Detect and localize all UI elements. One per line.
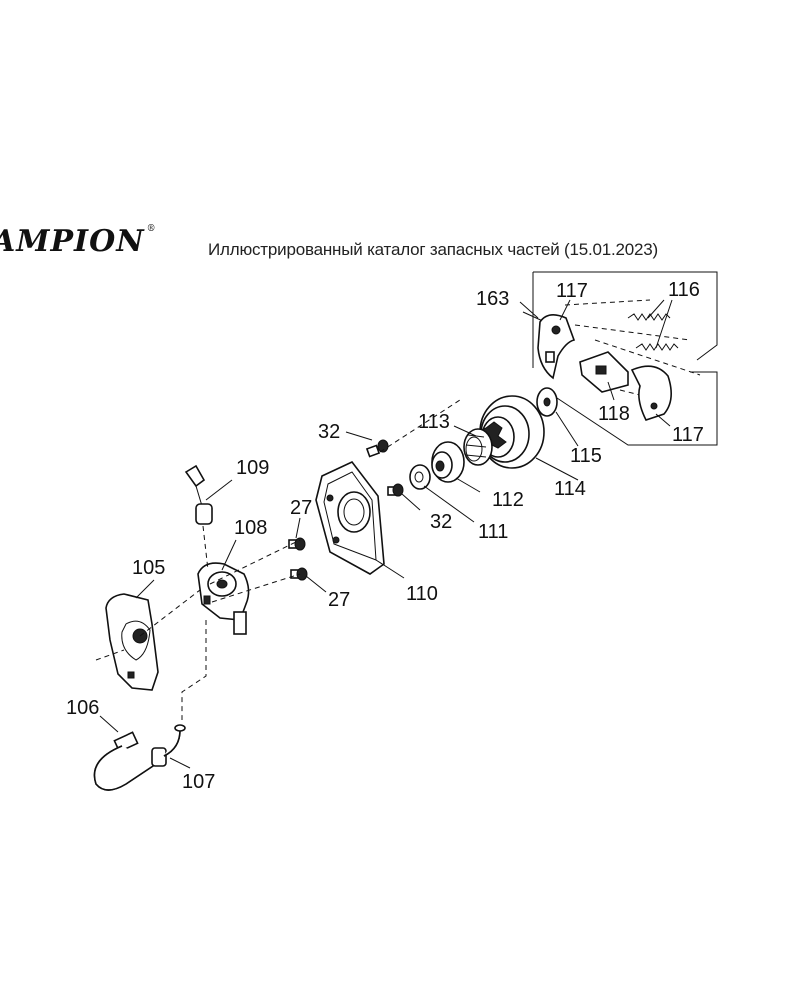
oil-hose-assembly — [93, 724, 186, 791]
callout-27-bottom: 27 — [328, 589, 350, 611]
callout-117-top: 117 — [556, 280, 588, 302]
oil-filter — [184, 464, 213, 525]
callout-32-top: 32 — [318, 421, 340, 443]
leader-lines — [99, 299, 673, 769]
screw-27-bottom — [290, 567, 308, 581]
oil-pump — [197, 562, 250, 635]
callout-116: 116 — [668, 279, 700, 301]
callout-163: 163 — [476, 288, 509, 310]
washer-115 — [536, 387, 558, 417]
callout-114: 114 — [554, 478, 586, 500]
screw-32-mid — [387, 483, 404, 497]
callout-32-mid: 32 — [430, 511, 452, 533]
clutch-assembly-frame — [522, 271, 718, 446]
clutch-shoe-bottom — [630, 365, 672, 421]
assembly-guide-lines — [95, 399, 461, 720]
catalog-title: Иллюстрированный каталог запасных частей… — [208, 240, 659, 259]
worm-gear — [431, 441, 465, 483]
callout-109: 109 — [236, 457, 269, 479]
clutch-springs — [627, 313, 679, 351]
callout-113: 113 — [418, 411, 450, 433]
brand-logo: AMPION® — [0, 224, 157, 259]
cover-plate — [315, 461, 385, 575]
clutch-drum — [473, 395, 545, 469]
oil-pump-plate — [105, 593, 159, 691]
callout-106: 106 — [66, 697, 99, 719]
callout-118: 118 — [598, 403, 630, 425]
registered-mark: ® — [146, 224, 157, 234]
callout-105: 105 — [132, 557, 165, 579]
clutch-shoe-top — [537, 314, 576, 380]
callout-110: 110 — [406, 583, 438, 605]
brand-name: AMPION — [0, 224, 145, 259]
callout-27-top: 27 — [290, 497, 312, 519]
callout-111: 111 — [478, 521, 508, 543]
callout-108: 108 — [234, 517, 267, 539]
callout-117-bottom: 117 — [672, 424, 704, 446]
callout-107: 107 — [182, 771, 215, 793]
callout-112: 112 — [492, 489, 524, 511]
clutch-carrier — [579, 351, 629, 393]
washer-111 — [409, 464, 431, 490]
screw-27-top — [288, 537, 306, 551]
callout-115: 115 — [570, 445, 602, 467]
needle-bearing — [463, 428, 493, 466]
screw-32-top — [365, 439, 389, 458]
